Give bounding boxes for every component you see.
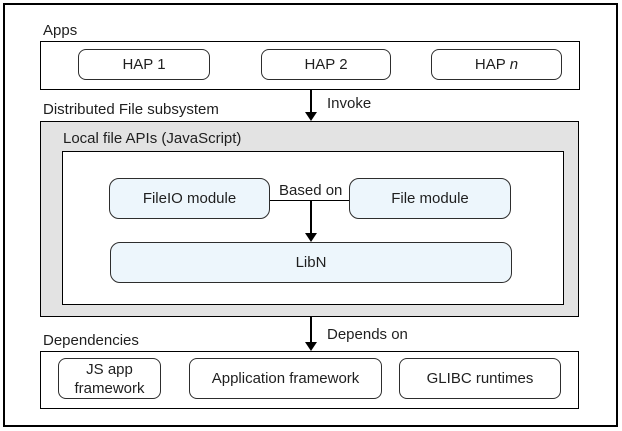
invoke-arrow-icon [304,90,317,121]
apps-section-label: Apps [43,22,78,39]
hap1-label: HAP 1 [122,56,166,73]
hap1-box: HAP 1 [78,49,210,80]
based-on-label: Based on [277,182,345,199]
subsystem-section-label: Distributed File subsystem [43,101,219,118]
fileio-module-box: FileIO module [109,178,270,219]
application-framework-label: Application framework [211,370,360,387]
js-app-framework-label: JS app framework [74,360,145,397]
dependencies-section-label: Dependencies [43,332,139,349]
based-on-arrow-icon [304,201,317,242]
local-file-apis-label: Local file APIs (JavaScript) [63,130,242,147]
js-app-framework-box: JS app framework [58,358,161,399]
glibc-runtimes-label: GLIBC runtimes [426,370,534,387]
hapn-variable: n [509,56,519,73]
file-module-label: File module [391,190,469,207]
application-framework-box: Application framework [189,358,382,399]
hap2-box: HAP 2 [261,49,391,80]
libn-label: LibN [295,254,327,271]
depends-on-label: Depends on [327,326,408,343]
invoke-arrow-label: Invoke [327,95,372,112]
libn-box: LibN [110,242,512,283]
fileio-module-label: FileIO module [142,190,237,207]
diagram-frame [3,3,618,427]
hapn-label: HAP [474,56,506,73]
based-on-connector-line [270,200,349,201]
glibc-runtimes-box: GLIBC runtimes [399,358,561,399]
hap2-label: HAP 2 [304,56,348,73]
depends-on-arrow-icon [304,317,317,351]
file-module-box: File module [349,178,511,219]
